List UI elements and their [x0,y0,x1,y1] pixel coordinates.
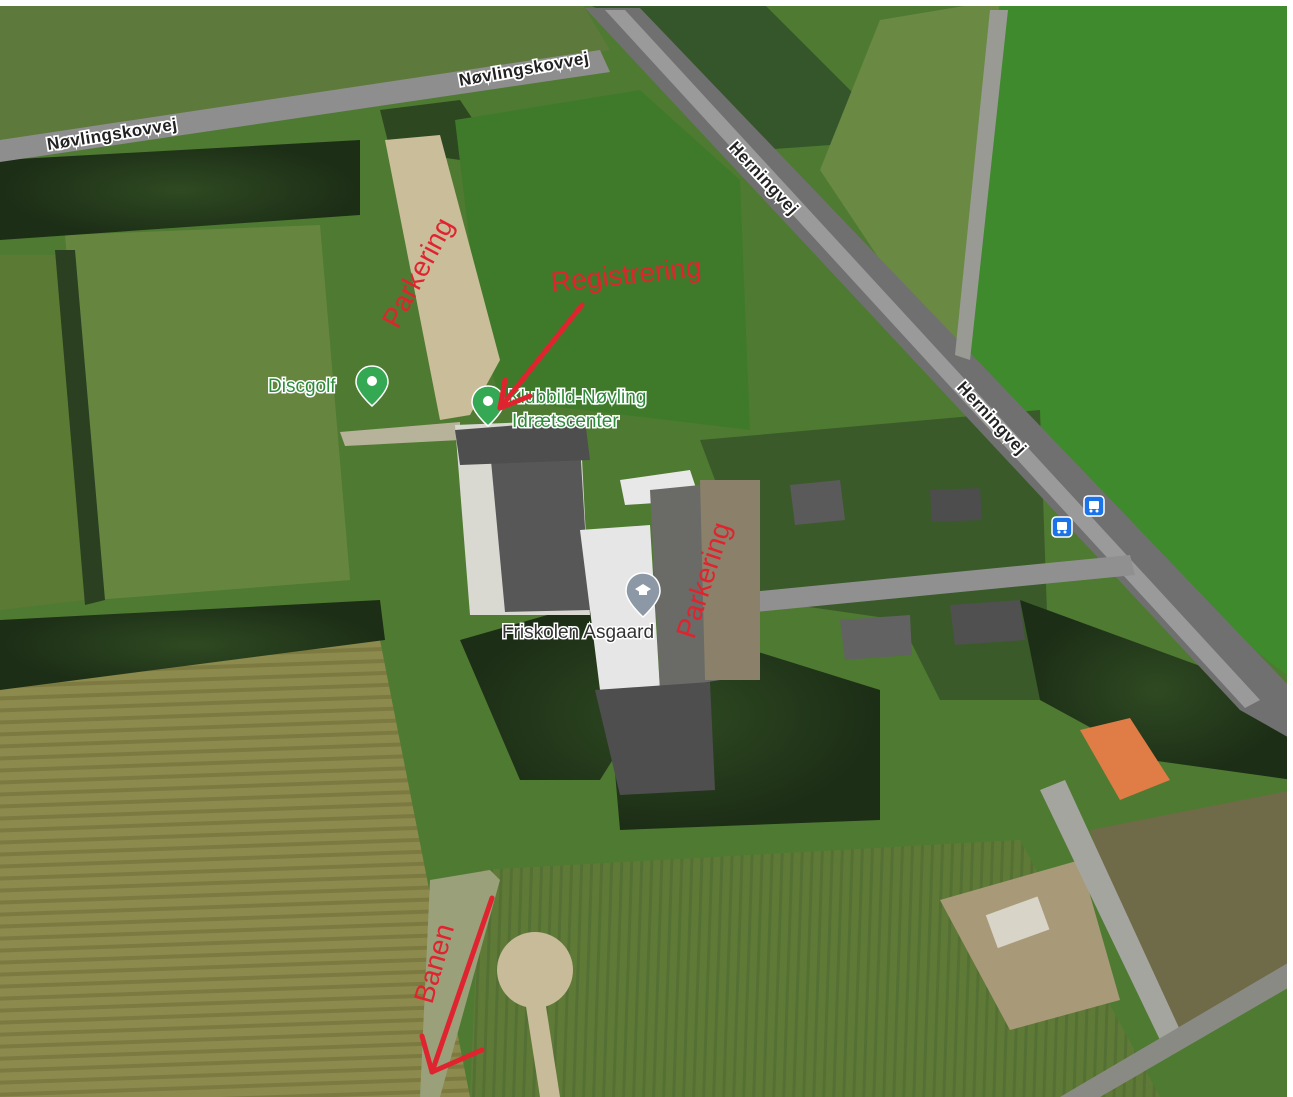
road-side-east [720,555,1135,615]
bus-stop-icon[interactable] [1051,516,1073,538]
frame-top [0,0,1293,6]
parking-area-north [385,135,500,420]
schoolyard [700,480,760,680]
place-label-idraetscenter-line2[interactable]: Idrætscenter [511,410,621,434]
place-label-discgolf[interactable]: Discgolf [267,375,338,399]
field-north-east [820,0,1000,360]
field-east [960,0,1293,680]
building-hall-north-roof [455,420,590,465]
field-south-west [0,640,470,1097]
place-label-friskolen[interactable]: Friskolen Asgaard [501,621,656,645]
building-hall-roof [490,445,590,612]
footpath [340,422,460,446]
road-side-north [955,10,1008,360]
school-pin-icon[interactable] [625,572,661,619]
field-west-2 [65,225,350,600]
frame-right [1287,0,1293,1097]
map-pin-icon[interactable] [355,365,389,407]
construction-building [985,896,1050,949]
field-north-west [0,0,610,150]
building-school-white [580,525,660,690]
house-4 [950,600,1025,645]
map-pin-icon[interactable] [471,385,505,427]
road-south [1060,960,1293,1097]
gravel-path-south [525,1000,560,1097]
road-novlingskovvej [0,50,610,162]
arrow-icon [419,895,495,1075]
house-3 [840,615,912,660]
building-school-south [595,682,715,795]
gravel-circle [497,932,573,1008]
house-orange-roof [1080,718,1170,800]
arrow-icon [497,302,585,411]
tree-row-middle [0,600,385,690]
house-2 [930,488,982,522]
tree-line-west [55,250,105,605]
tree-row-north [0,140,360,240]
house-1 [790,480,845,525]
sports-field [455,90,750,430]
bus-stop-icon[interactable] [1083,495,1105,517]
road-herningvej-lane [605,10,1260,708]
construction-site [940,860,1120,1030]
road-south-east [1040,780,1180,1040]
tree-row-east [1020,600,1293,780]
